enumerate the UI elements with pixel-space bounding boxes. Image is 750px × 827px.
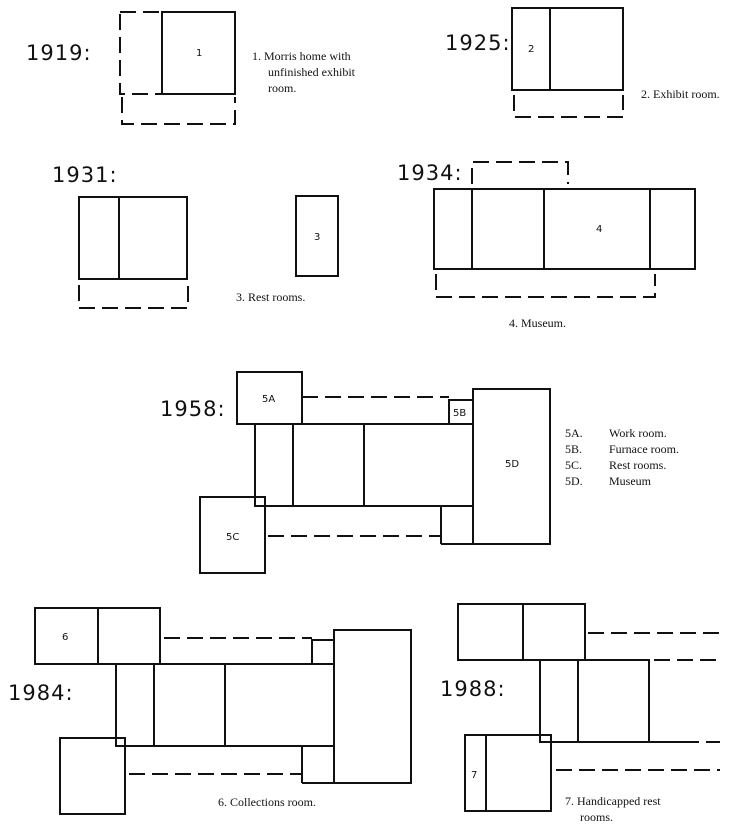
room-5d-1984 bbox=[333, 629, 412, 784]
room-5c-label: 5C bbox=[226, 532, 239, 543]
year-1919: 1919: bbox=[26, 41, 92, 65]
caption-3: 3. Rest rooms. bbox=[236, 290, 305, 304]
room-2-1988 bbox=[577, 659, 650, 743]
unfinished-room-outline bbox=[119, 11, 163, 95]
planned-wall-1919 bbox=[121, 97, 236, 125]
room-2-1958 bbox=[292, 423, 365, 507]
caption-5c-id: 5C. bbox=[565, 458, 582, 472]
room-3-1988 bbox=[539, 659, 579, 743]
room-2-1931 bbox=[78, 196, 120, 280]
room-1 bbox=[161, 11, 236, 95]
year-1984: 1984: bbox=[8, 681, 74, 705]
room-3-1958 bbox=[254, 423, 294, 507]
room-6-label: 6 bbox=[62, 632, 68, 643]
room-2-1934 bbox=[471, 188, 545, 270]
caption-5a-name: Work room. bbox=[609, 426, 667, 440]
room-5a-1988 bbox=[522, 603, 586, 661]
room-6-1988 bbox=[457, 603, 524, 661]
caption-5c-name: Rest rooms. bbox=[609, 458, 666, 472]
caption-1-line1: 1. Morris home with bbox=[252, 49, 351, 63]
room-2-label: 2 bbox=[528, 44, 534, 55]
caption-1-line2: unfinished exhibit bbox=[268, 65, 356, 79]
room-3 bbox=[295, 195, 339, 277]
caption-4: 4. Museum. bbox=[509, 316, 566, 330]
room-4-label: 4 bbox=[596, 224, 602, 235]
room-5d bbox=[472, 388, 551, 545]
room-1-1925 bbox=[549, 7, 624, 91]
caption-7-line2: rooms. bbox=[580, 810, 613, 824]
planned-wall-1934-top bbox=[471, 161, 569, 184]
caption-1-line3: room. bbox=[268, 81, 296, 95]
room-4-1958 bbox=[363, 423, 474, 507]
room-1-label: 1 bbox=[196, 48, 202, 59]
planned-wall-1934 bbox=[435, 274, 656, 298]
caption-5a-id: 5A. bbox=[565, 426, 583, 440]
caption-5d-id: 5D. bbox=[565, 474, 583, 488]
room-3-1934 bbox=[433, 188, 473, 270]
planned-wall-1925 bbox=[513, 95, 624, 118]
room-3-1984 bbox=[115, 663, 155, 747]
room-1-1934 bbox=[649, 188, 696, 270]
year-1931: 1931: bbox=[52, 163, 118, 187]
year-1925: 1925: bbox=[445, 31, 511, 55]
caption-6: 6. Collections room. bbox=[218, 795, 316, 809]
year-1988: 1988: bbox=[440, 677, 506, 701]
room-5d-label: 5D bbox=[505, 459, 519, 470]
room-7-label: 7 bbox=[471, 770, 477, 781]
room-3-label: 3 bbox=[314, 232, 320, 243]
year-1958: 1958: bbox=[160, 397, 226, 421]
room-5b-1984 bbox=[311, 639, 335, 665]
room-2-1984 bbox=[153, 663, 226, 747]
caption-5d-name: Museum bbox=[609, 474, 652, 488]
room-5a-1984 bbox=[97, 607, 161, 665]
caption-2: 2. Exhibit room. bbox=[641, 87, 720, 101]
planned-wall-1931 bbox=[78, 285, 189, 309]
caption-7-line1: 7. Handicapped rest bbox=[565, 794, 661, 808]
room-1-1931 bbox=[118, 196, 188, 280]
room-5c-1984 bbox=[59, 737, 126, 815]
year-1934: 1934: bbox=[397, 161, 463, 185]
room-5c bbox=[199, 496, 266, 574]
room-5a-label: 5A bbox=[262, 394, 275, 405]
caption-5b-name: Furnace room. bbox=[609, 442, 679, 456]
caption-5b-id: 5B. bbox=[565, 442, 582, 456]
room-4-1984 bbox=[224, 663, 335, 747]
room-5c-1988 bbox=[485, 734, 552, 812]
room-5b-label: 5B bbox=[453, 408, 466, 419]
